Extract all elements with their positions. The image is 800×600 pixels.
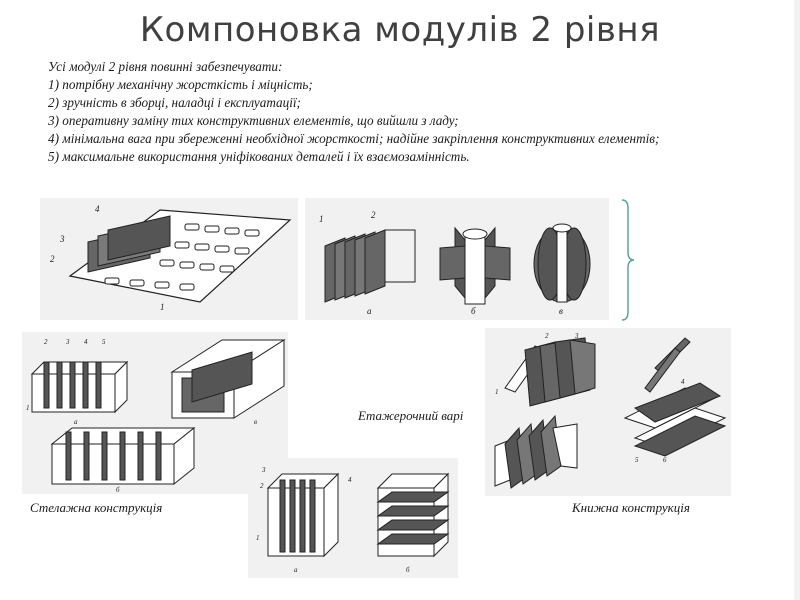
fig-label: а xyxy=(367,306,372,316)
requirement-item: 2) зручність в зборці, наладці і експлуа… xyxy=(48,95,301,110)
fig-label: 1 xyxy=(319,214,324,224)
fig-label: 4 xyxy=(84,338,88,346)
fig-label: а xyxy=(294,566,298,574)
fig-label: а xyxy=(74,418,78,426)
fig-label: 4 xyxy=(95,204,100,214)
requirements-intro: Усі модулі 2 рівня повинні забезпечувати… xyxy=(48,59,283,74)
fig-label: в xyxy=(559,306,563,316)
rack-module-figure: 1 2 3 4 5 а б в xyxy=(22,332,288,494)
fig-label: 5 xyxy=(102,338,106,346)
fig-label: 3 xyxy=(59,234,65,244)
fig-label: 5 xyxy=(635,456,639,464)
fig-label: 3 xyxy=(574,332,579,340)
fig-label: 2 xyxy=(371,210,376,220)
fig-label: 4 xyxy=(681,378,685,386)
caption-shelf: Стелажна конструкція xyxy=(30,500,163,515)
fig-label: 2 xyxy=(44,338,48,346)
fig-label: в xyxy=(254,418,257,426)
requirement-item: 3) оперативну заміну тих конструктивних … xyxy=(48,113,459,128)
fig-label: 1 xyxy=(26,404,30,412)
fig-label: 6 xyxy=(663,456,667,464)
fig-label: 1 xyxy=(495,388,499,396)
fig-label: б xyxy=(116,486,120,494)
requirement-item: 1) потрібну механічну жорсткість і міцні… xyxy=(48,77,313,92)
fig-label: 2 xyxy=(545,332,549,340)
fig-label: б xyxy=(406,566,410,574)
bracket-mark xyxy=(621,199,635,321)
fan-module-figure: 1 2 а б в xyxy=(305,198,609,320)
caption-tier: Етажерочний варі xyxy=(358,408,464,423)
board-module-figure: 1 2 3 4 xyxy=(40,198,298,320)
fig-label: 3 xyxy=(65,338,70,346)
fig-label: 2 xyxy=(260,482,264,490)
stack-module-figure: 1 2 3 4 а б xyxy=(248,458,458,578)
fig-label: 1 xyxy=(160,302,165,312)
fig-label: б xyxy=(471,306,476,316)
fig-label: 3 xyxy=(261,466,266,474)
requirement-item: 5) максимальне використання уніфікованих… xyxy=(48,149,470,164)
book-module-figure: 1 2 3 4 5 6 xyxy=(485,328,731,496)
caption-book: Книжна конструкція xyxy=(572,500,690,515)
requirement-item: 4) мінімальна вага при збереженні необхі… xyxy=(48,131,660,146)
fig-label: 1 xyxy=(256,534,260,542)
requirements-text: Усі модулі 2 рівня повинні забезпечувати… xyxy=(22,58,774,166)
slide-title: Компоновка модулів 2 рівня xyxy=(139,10,661,50)
fig-label: 2 xyxy=(50,254,55,264)
fig-label: 4 xyxy=(348,476,352,484)
